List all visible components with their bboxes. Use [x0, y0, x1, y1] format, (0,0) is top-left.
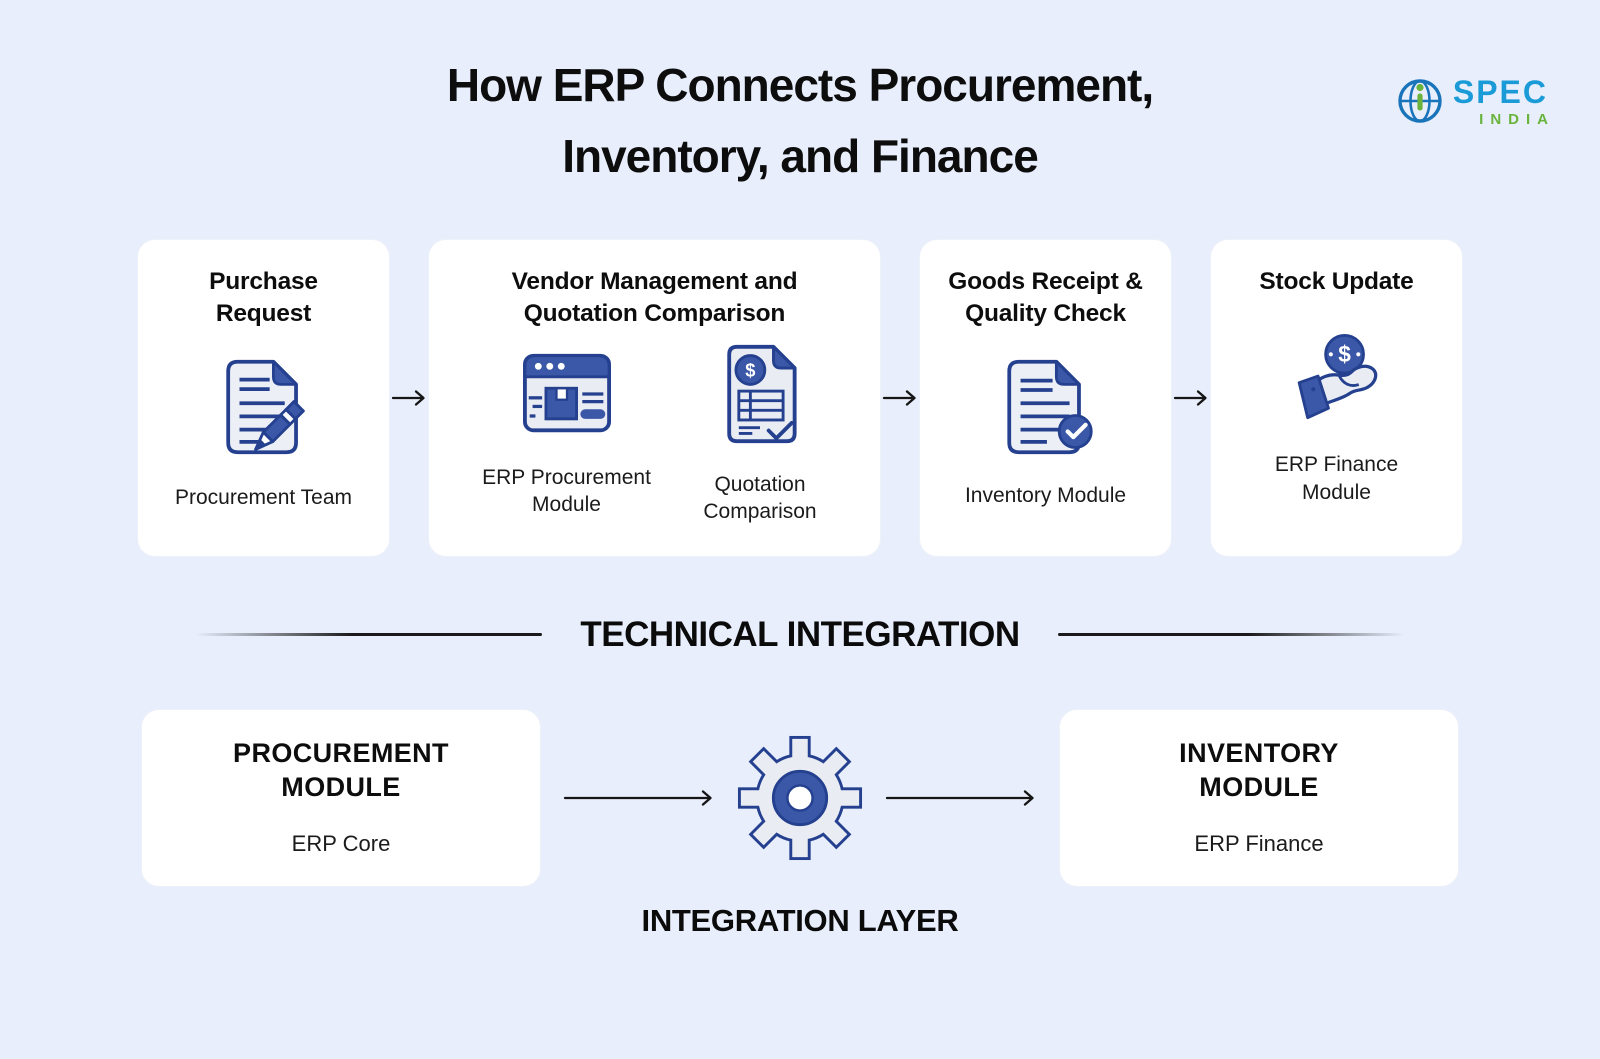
- flow-item-label: Inventory Module: [964, 484, 1127, 508]
- module-subtitle: ERP Finance: [1194, 830, 1324, 856]
- flow-item: ERP Procurement Module: [479, 350, 654, 519]
- page-title-line2: Inventory, and Finance: [562, 130, 1039, 183]
- flow-item-label: Quotation Comparison: [703, 472, 817, 523]
- flow-item: Inventory Module: [965, 358, 1126, 509]
- logo-text: SPEC INDIA: [1453, 76, 1548, 127]
- globe-icon: [1396, 74, 1444, 128]
- card-purchase-request: Purchase Request: [137, 238, 390, 557]
- module-title: PROCUREMENT MODULE: [233, 737, 449, 803]
- flow-item: $ ERP Finance Module: [1267, 329, 1407, 506]
- integration-layer-label: INTEGRATION LAYER: [641, 902, 959, 938]
- svg-text:$: $: [745, 359, 755, 380]
- technical-integration-heading: TECHNICAL INTEGRATION: [0, 609, 1600, 661]
- logo-spec-label: SPEC: [1452, 73, 1548, 110]
- page-title: How ERP Connects Procurement, Inventory,…: [0, 50, 1600, 193]
- flow-item-label: ERP Procurement Module: [482, 465, 651, 516]
- module-subtitle: ERP Core: [291, 830, 391, 856]
- arrow-right-icon: [563, 788, 715, 808]
- card-title: Stock Update: [1259, 267, 1414, 295]
- arrow-right-icon: [882, 388, 918, 408]
- arrow-right-icon: [391, 388, 427, 408]
- flow-item: $ Quotation Comparison: [690, 343, 830, 526]
- page-title-line1: How ERP Connects Procurement,: [446, 59, 1154, 111]
- integration-row: PROCUREMENT MODULE ERP Core: [0, 708, 1600, 887]
- arrow-right-icon: [885, 788, 1037, 808]
- quotation-document-icon: $: [715, 343, 805, 445]
- card-title: Goods Receipt & Quality Check: [948, 267, 1143, 327]
- module-title: INVENTORY MODULE: [1179, 737, 1339, 803]
- spec-india-logo: SPEC INDIA: [1396, 74, 1548, 128]
- process-flow-row: Purchase Request: [0, 238, 1600, 557]
- gear-icon: [737, 735, 863, 861]
- arrow-right-icon: [1173, 388, 1209, 408]
- flow-item: Procurement Team: [175, 356, 352, 511]
- card-goods-receipt: Goods Receipt & Quality Check: [919, 238, 1172, 557]
- card-vendor-management: Vendor Management and Quotation Comparis…: [428, 238, 881, 557]
- document-check-icon: [994, 358, 1098, 456]
- divider-line-left: [196, 633, 543, 637]
- technical-integration-title: TECHNICAL INTEGRATION: [580, 614, 1020, 654]
- divider-line-right: [1057, 633, 1404, 637]
- card-title: Vendor Management and Quotation Comparis…: [511, 267, 798, 327]
- card-inventory-module: INVENTORY MODULE ERP Finance: [1059, 708, 1459, 887]
- flow-item-label: Procurement Team: [174, 486, 353, 510]
- erp-window-icon: [517, 350, 617, 438]
- document-pen-icon: [215, 356, 313, 458]
- logo-india-label: INDIA: [1479, 110, 1555, 128]
- flow-item-label: ERP Finance Module: [1274, 453, 1399, 504]
- hand-coin-icon: $: [1284, 329, 1390, 425]
- card-procurement-module: PROCUREMENT MODULE ERP Core: [141, 708, 541, 887]
- svg-text:$: $: [1338, 341, 1351, 367]
- card-stock-update: Stock Update $ ERP Finance Module: [1210, 238, 1463, 557]
- card-title: Purchase Request: [209, 267, 318, 327]
